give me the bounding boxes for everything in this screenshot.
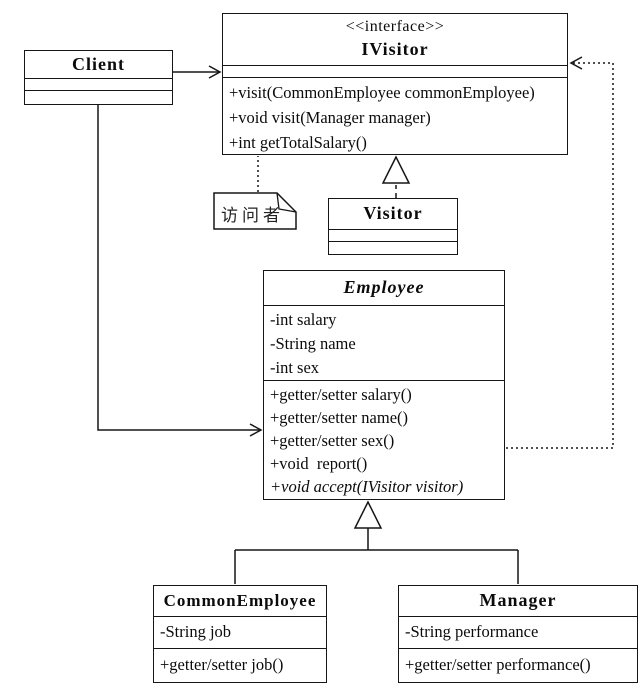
method: +getter/setter sex() — [270, 431, 395, 450]
association-client-to-employee — [97, 105, 263, 437]
note-text: 访问者 — [221, 206, 284, 225]
hollow-triangle-icon — [353, 500, 383, 529]
abstract-method: +void accept(IVisitor visitor) — [270, 477, 464, 496]
class-ivisitor[interactable]: <<interface>> IVisitor +visit(CommonEmpl… — [222, 13, 568, 155]
generalization-to-employee — [234, 500, 519, 584]
attribute: -int salary — [270, 310, 337, 329]
attribute: -int sex — [270, 358, 320, 377]
methods-compartment — [329, 241, 457, 254]
attributes-compartment — [223, 64, 567, 77]
method: +visit(CommonEmployee commonEmployee) — [229, 82, 535, 102]
class-name-label: Employee — [343, 277, 425, 297]
attribute: -String job — [160, 622, 232, 641]
method: +getter/setter name() — [270, 408, 409, 427]
class-name-label: Visitor — [363, 203, 423, 223]
class-title: Employee — [264, 271, 504, 305]
realization-visitor-to-ivisitor — [381, 155, 411, 198]
open-arrow-icon — [208, 65, 222, 79]
class-name-label: IVisitor — [361, 39, 429, 59]
dependency-employee-to-ivisitor — [506, 56, 614, 449]
class-title: CommonEmployee — [154, 586, 326, 616]
stereotype-label: <<interface>> — [345, 18, 445, 35]
attributes-compartment — [25, 78, 172, 90]
methods-compartment: +visit(CommonEmployee commonEmployee) +v… — [223, 76, 567, 154]
methods-compartment: +getter/setter job() — [154, 648, 326, 682]
class-name-label: Manager — [479, 590, 557, 610]
class-title: Visitor — [329, 199, 457, 229]
class-client[interactable]: Client — [24, 50, 173, 105]
class-name-label: Client — [72, 54, 125, 74]
class-visitor[interactable]: Visitor — [328, 198, 458, 255]
open-arrow-icon — [249, 423, 263, 437]
class-name-label: CommonEmployee — [163, 591, 317, 610]
attributes-compartment: -String performance — [399, 616, 637, 648]
method: +getter/setter salary() — [270, 385, 412, 404]
association-client-to-ivisitor — [173, 65, 222, 79]
class-manager[interactable]: Manager -String performance +getter/sett… — [398, 585, 638, 683]
note-shape-icon — [213, 192, 297, 230]
note-visitor[interactable]: 访问者 — [213, 192, 297, 230]
method: +int getTotalSalary() — [229, 132, 367, 152]
hollow-triangle-icon — [381, 155, 411, 184]
class-employee[interactable]: Employee -int salary -String name -int s… — [263, 270, 505, 500]
method: +getter/setter job() — [160, 655, 284, 674]
methods-compartment: +getter/setter salary() +getter/setter n… — [264, 380, 504, 499]
class-title: <<interface>> IVisitor — [223, 14, 567, 65]
attribute: -String name — [270, 334, 356, 353]
class-title: Manager — [399, 586, 637, 616]
attributes-compartment: -int salary -String name -int sex — [264, 305, 504, 380]
method: +void visit(Manager manager) — [229, 107, 431, 127]
methods-compartment — [25, 90, 172, 104]
method: +getter/setter performance() — [405, 655, 591, 674]
methods-compartment: +getter/setter performance() — [399, 648, 637, 682]
attributes-compartment: -String job — [154, 616, 326, 648]
class-common-employee[interactable]: CommonEmployee -String job +getter/sette… — [153, 585, 327, 683]
open-arrow-icon — [569, 56, 583, 70]
attributes-compartment — [329, 229, 457, 241]
attribute: -String performance — [405, 622, 539, 641]
class-title: Client — [25, 51, 172, 78]
method: +void report() — [270, 454, 368, 473]
